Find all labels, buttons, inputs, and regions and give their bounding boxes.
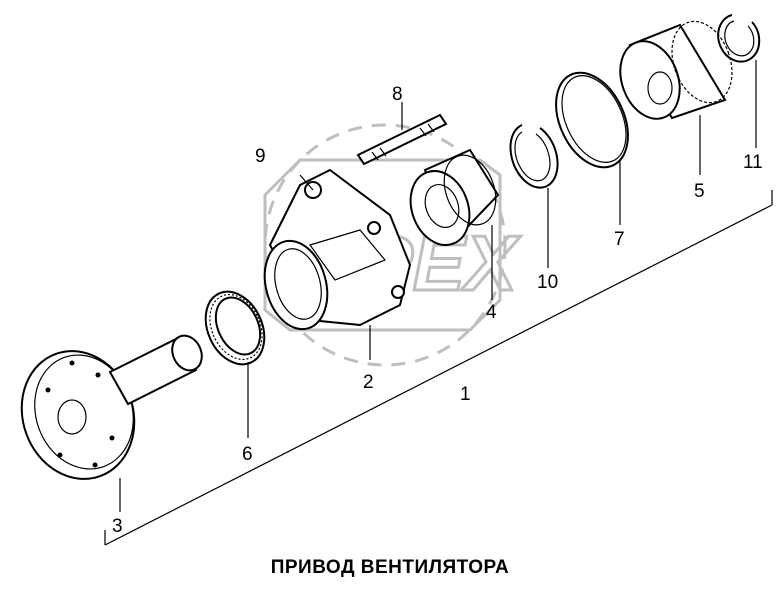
callout-6: 6 [242, 444, 253, 465]
callout-7: 7 [614, 229, 625, 250]
part-10-snap-ring [509, 124, 559, 268]
part-4-bearing [409, 148, 500, 300]
callout-11: 11 [743, 152, 763, 173]
callout-10: 10 [537, 272, 558, 293]
part-5-pulley [619, 20, 733, 175]
part-7-o-ring [555, 71, 629, 225]
callout-5: 5 [694, 181, 705, 202]
callout-8: 8 [392, 84, 403, 105]
part-8-stud [356, 102, 448, 166]
part-11-circlip [717, 14, 761, 148]
diagram-title: ПРИВОД ВЕНТИЛЯТОРА [270, 557, 510, 578]
callout-3: 3 [112, 516, 123, 537]
callout-4: 4 [486, 302, 497, 323]
part-6-seal [204, 290, 266, 438]
callout-9: 9 [255, 146, 266, 167]
callout-2: 2 [363, 372, 374, 393]
part-3-flange-shaft [20, 334, 203, 512]
callout-1: 1 [460, 384, 471, 405]
assembly-bracket [104, 190, 773, 546]
part-2-housing [263, 168, 412, 360]
